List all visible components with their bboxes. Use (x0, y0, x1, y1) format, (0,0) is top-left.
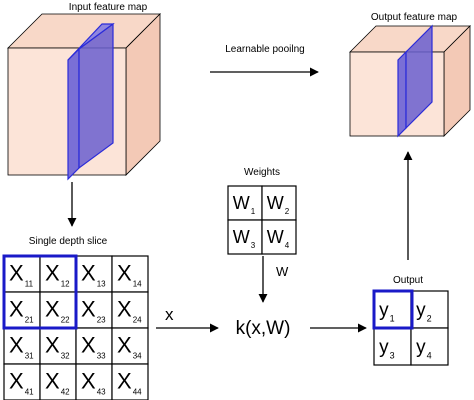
output-grid: y1 y2 y3 y4 (373, 290, 449, 366)
input-grid-cell (111, 327, 149, 365)
input-grid-cell-label: X23 (81, 296, 106, 324)
output-feature-map-block (349, 24, 471, 138)
output-slice-side (405, 24, 433, 130)
output-grid-cell (410, 327, 449, 366)
w-arrow-label: W (276, 264, 289, 279)
weights-grid-cell (261, 219, 297, 255)
weights-grid-cell-label: W4 (267, 227, 290, 250)
output-grid-cell-label: y2 (416, 300, 432, 323)
input-grid-cell-label: X11 (9, 260, 34, 288)
output-grid-cell-label: y1 (379, 300, 395, 323)
learnable-pooling-label: Learnable pooilng (225, 44, 305, 55)
input-slice-side (78, 22, 114, 170)
input-grid-cell (111, 363, 149, 400)
input-grid-cell-label: X33 (81, 332, 106, 360)
output-grid-cell-label: y3 (379, 337, 395, 360)
input-grid-cell (75, 363, 113, 400)
input-grid-highlight (2, 254, 78, 330)
output-slice-front (397, 50, 407, 138)
weights-grid-cell-label: W3 (233, 227, 256, 250)
input-grid-cell-label: X12 (45, 260, 70, 288)
input-grid-cell (111, 255, 149, 293)
output-grid-highlight (372, 289, 414, 330)
weights-grid-cell (227, 185, 263, 221)
input-grid-cell-label: X41 (9, 368, 34, 396)
weights-grid-cell-label: W1 (233, 193, 256, 216)
weights-grid-cell (261, 185, 297, 221)
input-grid-cell (39, 327, 77, 365)
input-feature-map-block (7, 13, 161, 181)
single-depth-slice-label: Single depth slice (29, 236, 108, 247)
input-grid-cell-label: X42 (45, 368, 70, 396)
input-grid-cell-label: X13 (81, 260, 106, 288)
input-grid-cell-label: X32 (45, 332, 70, 360)
weights-grid-cell-label: W2 (267, 193, 290, 216)
input-grid-cell-label: X24 (117, 296, 142, 324)
input-feature-map-label: Input feature map (69, 2, 148, 13)
output-label: Output (393, 275, 423, 286)
input-grid-cell-label: X43 (81, 368, 106, 396)
output-grid-cell (410, 290, 449, 329)
x-arrow-label: x (165, 305, 174, 324)
input-grid-cell (3, 291, 41, 329)
input-grid-cell (111, 291, 149, 329)
input-grid-cell-label: X44 (117, 368, 142, 396)
input-grid-cell-label: X34 (117, 332, 142, 360)
input-grid-cell-label: X21 (9, 296, 34, 324)
input-grid-cell (75, 291, 113, 329)
input-grid-cell-label: X22 (45, 296, 70, 324)
output-feature-map-label: Output feature map (371, 12, 458, 23)
input-grid-cell-label: X31 (9, 332, 34, 360)
weights-label: Weights (244, 167, 280, 178)
input-grid-cell (39, 363, 77, 400)
output-grid-cell-label: y4 (416, 337, 432, 360)
input-grid-cell-label: X14 (117, 260, 142, 288)
kernel-label: k(x,W) (236, 318, 291, 339)
input-slice-front (67, 47, 80, 181)
